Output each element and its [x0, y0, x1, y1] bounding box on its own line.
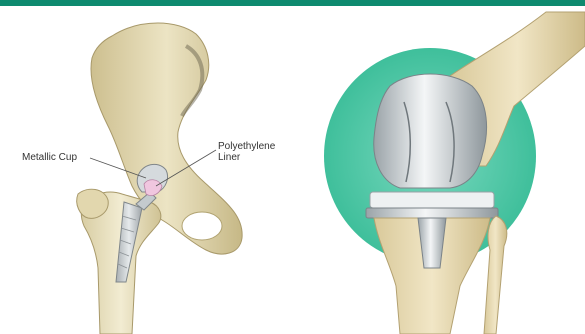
obturator-foramen — [182, 212, 222, 240]
hip-joint-graphic — [0, 6, 300, 334]
tibial-tray — [366, 208, 498, 218]
liner-label-line2: Liner — [218, 152, 275, 163]
liner-label-line1: Polyethylene — [218, 141, 275, 152]
knee-joint-graphic — [300, 6, 585, 334]
polyethylene-liner-label: Polyethylene Liner — [218, 141, 275, 163]
hip-replacement-illustration: Metallic Cup Polyethylene Liner — [0, 6, 300, 334]
knee-replacement-illustration — [300, 6, 585, 334]
metallic-cup-label: Metallic Cup — [22, 152, 77, 163]
femoral-component — [374, 74, 487, 188]
polyethylene-insert — [370, 192, 494, 208]
